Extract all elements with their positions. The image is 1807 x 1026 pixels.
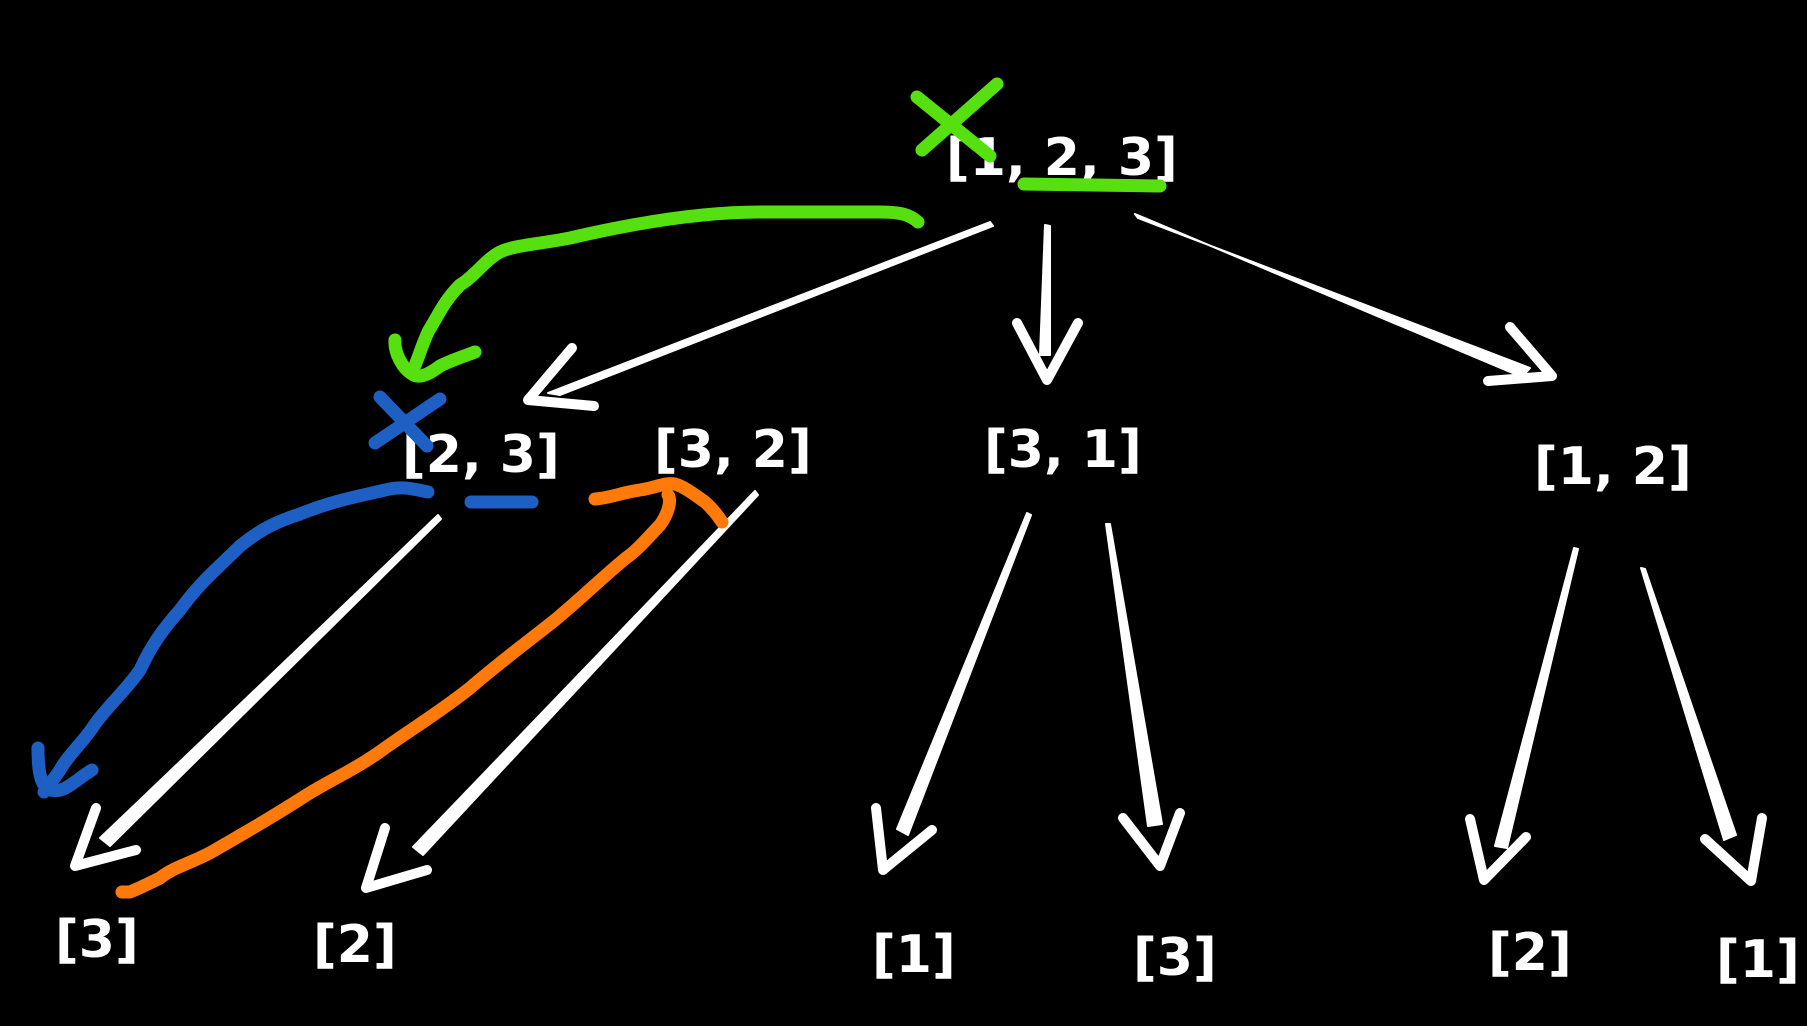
arrow-root-to-3-1 bbox=[1012, 224, 1083, 385]
arrow-2-3-to-3 bbox=[70, 514, 442, 871]
leaf-label-3-middle: [3] bbox=[1133, 928, 1217, 988]
node-label-1-2: [1, 2] bbox=[1534, 437, 1692, 497]
leaf-label-3-left: [3] bbox=[55, 910, 139, 970]
green-cross-mark-icon bbox=[910, 77, 1004, 163]
green-curved-arrow bbox=[388, 205, 925, 383]
node-label-3-1: [3, 1] bbox=[984, 420, 1142, 480]
arrow-3-2-to-2 bbox=[361, 490, 759, 893]
blue-curved-arrow bbox=[31, 481, 435, 799]
node-labels: [1, 2, 3] [2, 3] [3, 2] [3, 1] [1, 2] [3… bbox=[55, 128, 1800, 990]
leaf-label-1-right: [1] bbox=[1716, 930, 1800, 990]
arrow-1-2-to-2 bbox=[1465, 547, 1579, 885]
orange-annotation bbox=[115, 477, 729, 899]
leaf-label-1-middle: [1] bbox=[872, 925, 956, 985]
arrow-root-to-2-3 bbox=[523, 221, 994, 411]
tree-arrows bbox=[70, 213, 1767, 893]
blue-annotation bbox=[31, 390, 539, 799]
arrow-1-2-to-1 bbox=[1640, 567, 1767, 886]
node-label-3-2: [3, 2] bbox=[654, 420, 812, 480]
leaf-label-2-left: [2] bbox=[313, 915, 397, 975]
leaf-label-2-right: [2] bbox=[1488, 923, 1572, 983]
green-annotation bbox=[388, 77, 1167, 383]
node-label-2-3: [2, 3] bbox=[402, 425, 560, 485]
arrow-3-1-to-3 bbox=[1105, 523, 1185, 871]
blue-cross-mark-icon bbox=[368, 390, 447, 453]
arrow-3-1-to-1 bbox=[871, 512, 1032, 875]
orange-curved-line bbox=[115, 477, 729, 899]
arrow-root-to-1-2 bbox=[1134, 213, 1557, 386]
green-underline bbox=[1017, 177, 1167, 193]
